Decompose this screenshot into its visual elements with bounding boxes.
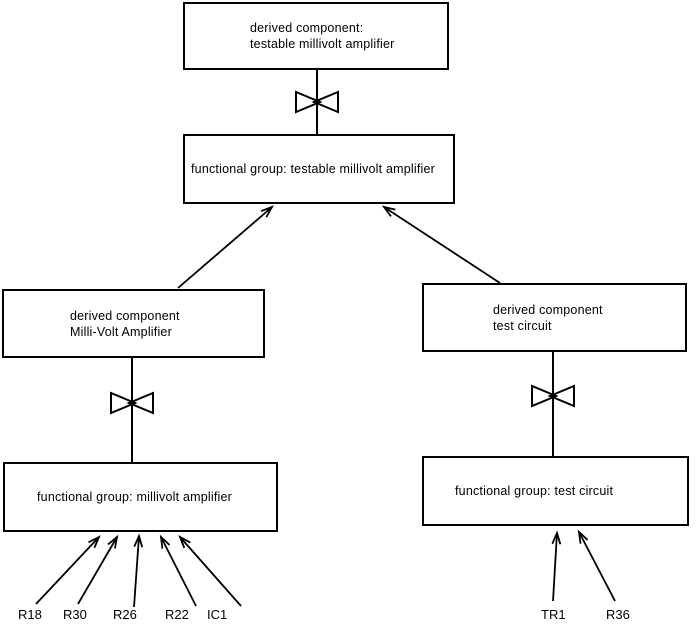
arrow-r22 [159, 534, 197, 607]
node-functional-group-test-circuit: functional group: test circuit [422, 456, 689, 526]
component-label-r18: R18 [18, 607, 42, 622]
node-derived-milli-volt-amplifier: derived component Milli-Volt Amplifier [2, 289, 265, 358]
node-text-line2: test circuit [493, 318, 552, 333]
node-derived-testable-millivolt-amplifier: derived component: testable millivolt am… [183, 2, 449, 70]
arrow-r30 [77, 534, 119, 605]
arrow-derived-millivolt-to-functional-testable [177, 205, 274, 289]
node-text: functional group: millivolt amplifier [37, 490, 232, 504]
bowtie-icon [110, 391, 138, 415]
bowtie-icon [295, 90, 323, 114]
node-functional-group-millivolt-amplifier: functional group: millivolt amplifier [3, 462, 278, 532]
arrow-r18 [35, 535, 101, 605]
arrow-derived-testcircuit-to-functional-testable [381, 205, 501, 284]
component-label-r36: R36 [606, 607, 630, 622]
bowtie-icon [311, 90, 339, 114]
node-text-line2: testable millivolt amplifier [250, 37, 395, 51]
bowtie-icon [531, 384, 559, 408]
node-text-line1: derived component: [250, 21, 364, 35]
component-label-r26: R26 [113, 607, 137, 622]
component-label-ic1: IC1 [207, 607, 228, 622]
node-text-line1: derived component [493, 302, 603, 317]
bowtie-icon [126, 391, 154, 415]
component-label-r22: R22 [165, 607, 189, 622]
node-text-line1: derived component [70, 308, 180, 323]
arrow-r26 [133, 533, 144, 608]
node-text: functional group: test circuit [455, 484, 614, 498]
arrow-tr1 [551, 530, 562, 602]
node-text: functional group: testable millivolt amp… [191, 162, 436, 176]
node-text-line2: Milli-Volt Amplifier [70, 324, 172, 339]
node-derived-test-circuit: derived component test circuit [422, 283, 687, 352]
bowtie-icon [547, 384, 575, 408]
arrow-ic1 [178, 535, 242, 607]
component-label-tr1: TR1 [541, 607, 566, 622]
arrow-r36 [577, 529, 616, 602]
component-label-r30: R30 [63, 607, 87, 622]
node-functional-group-testable-millivolt-amplifier: functional group: testable millivolt amp… [183, 134, 455, 204]
